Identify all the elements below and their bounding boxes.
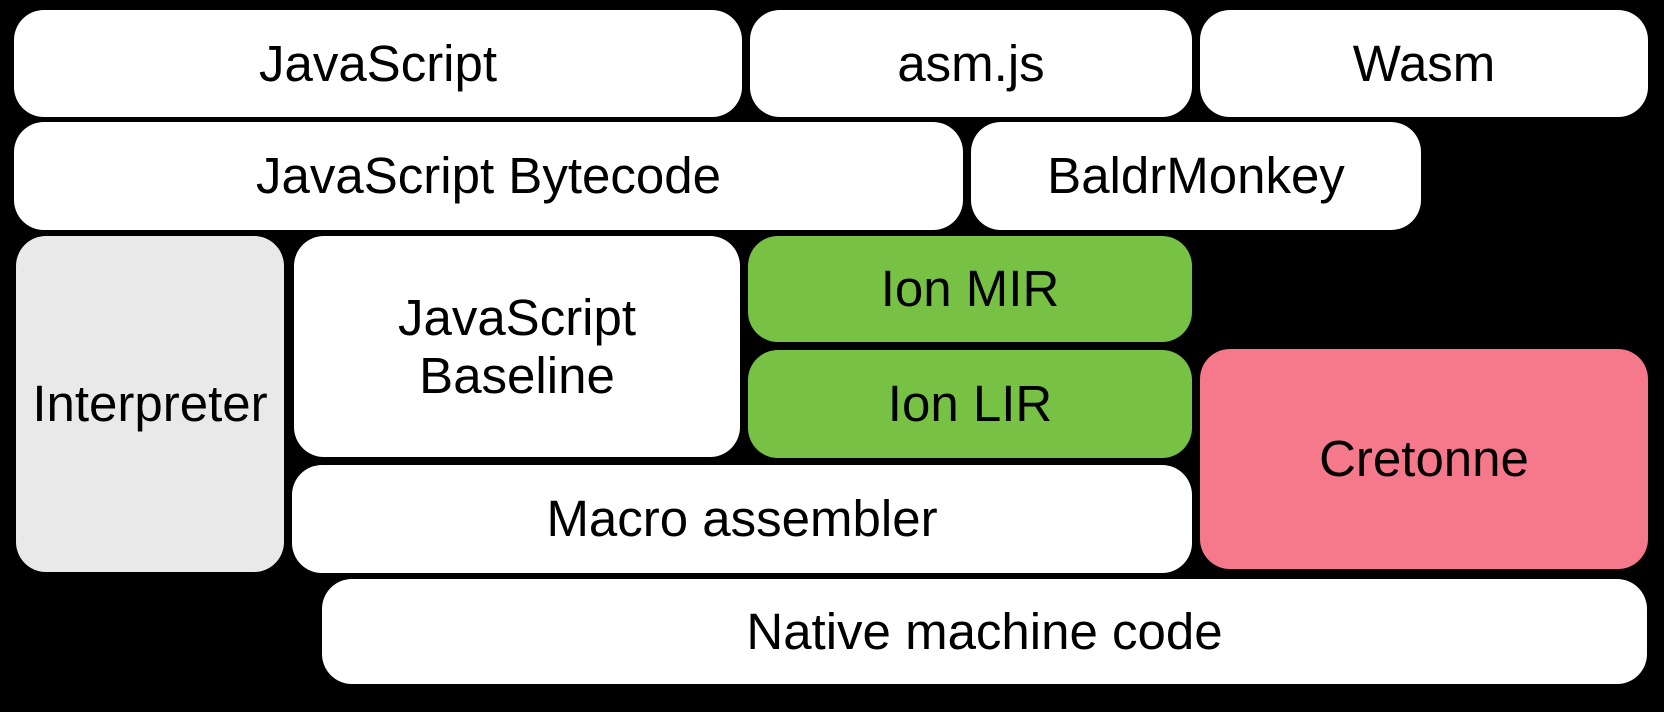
box-javascript-baseline-label: JavaScript Baseline (398, 289, 636, 403)
box-cretonne: Cretonne (1200, 349, 1648, 569)
box-javascript-label: JavaScript (258, 34, 498, 92)
box-ion-mir: Ion MIR (748, 236, 1192, 342)
box-javascript-bytecode-label: JavaScript Bytecode (256, 147, 721, 205)
baseline-line-1: JavaScript (397, 289, 637, 347)
box-javascript-bytecode: JavaScript Bytecode (14, 122, 963, 230)
box-macro-assembler-label: Macro assembler (546, 490, 938, 548)
box-asm-js-label: asm.js (897, 34, 1045, 92)
box-macro-assembler: Macro assembler (292, 465, 1192, 573)
box-javascript-baseline: JavaScript Baseline (294, 236, 740, 457)
box-wasm: Wasm (1200, 10, 1648, 117)
box-ion-lir: Ion LIR (748, 350, 1192, 458)
box-interpreter: Interpreter (16, 236, 284, 572)
box-native-machine-code: Native machine code (322, 579, 1647, 684)
box-baldrmonkey-label: BaldrMonkey (1047, 147, 1345, 205)
box-ion-lir-label: Ion LIR (887, 375, 1053, 433)
box-baldrmonkey: BaldrMonkey (971, 122, 1421, 230)
box-ion-mir-label: Ion MIR (880, 260, 1060, 318)
box-interpreter-label: Interpreter (32, 375, 268, 433)
box-asm-js: asm.js (750, 10, 1192, 117)
box-javascript: JavaScript (14, 10, 742, 117)
box-native-machine-code-label: Native machine code (746, 602, 1223, 660)
box-wasm-label: Wasm (1352, 34, 1496, 92)
baseline-line-2: Baseline (419, 346, 615, 404)
box-cretonne-label: Cretonne (1319, 430, 1529, 488)
